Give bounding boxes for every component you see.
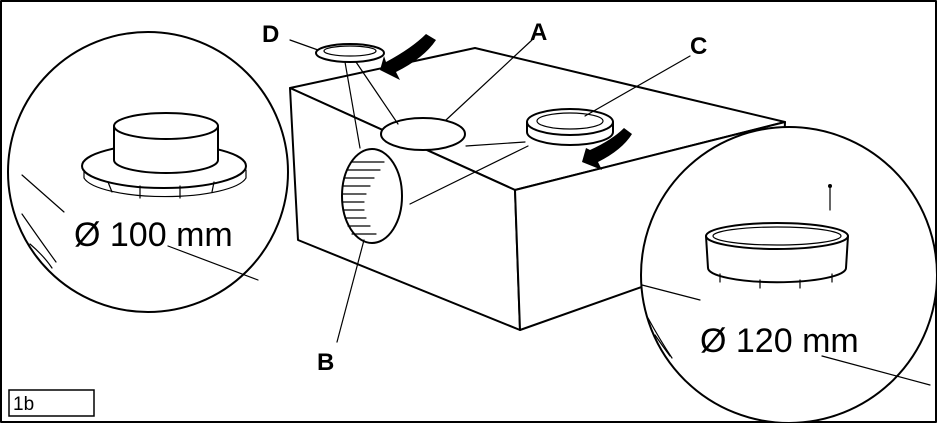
detail-left xyxy=(7,31,289,313)
dimension-left: Ø 100 mm xyxy=(74,216,233,254)
dimension-right: Ø 120 mm xyxy=(700,322,859,360)
label-c: C xyxy=(690,33,707,60)
arrow-upper-icon xyxy=(380,34,436,80)
figure-tag-box xyxy=(8,389,95,417)
figure-tag: 1b xyxy=(13,394,34,415)
label-b: B xyxy=(317,349,334,376)
hole-a xyxy=(380,117,466,151)
arrow-lower-icon xyxy=(582,128,632,170)
leader-lines xyxy=(289,39,691,343)
detail-right xyxy=(640,126,937,423)
hole-b xyxy=(341,148,403,244)
ring-d xyxy=(315,43,385,63)
collar-c xyxy=(526,108,614,146)
label-a: A xyxy=(530,19,547,46)
label-d: D xyxy=(262,21,279,48)
